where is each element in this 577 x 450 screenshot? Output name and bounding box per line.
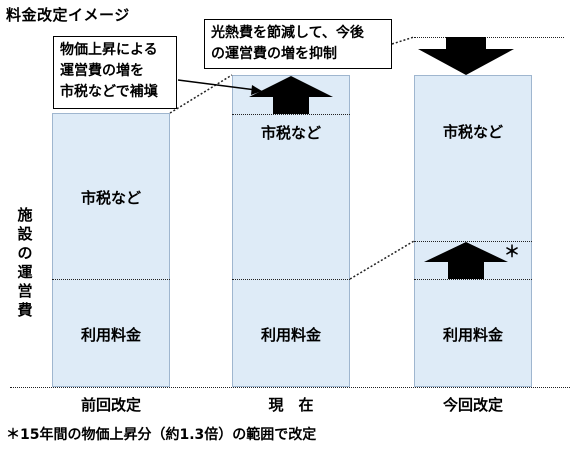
up-arrow-this-revision (424, 242, 508, 279)
column-this-revision: 市税など 利用料金 (414, 75, 532, 387)
column-this-revision-upper-label: 市税など (442, 122, 503, 141)
column-current: 市税など 利用料金 (232, 75, 350, 387)
x-label-previous: 前回改定 (80, 396, 141, 414)
connector-previous-to-current (169, 74, 233, 114)
divider-current-upper (232, 114, 350, 115)
baseline-dotted (10, 387, 570, 388)
divider-this-revision-lower (414, 279, 532, 280)
x-label-this-revision: 今回改定 (442, 396, 503, 414)
callout-price-increase: 物価上昇による 運営費の増を 市税などで補塡 (53, 36, 177, 109)
column-this-revision-lower-label: 利用料金 (442, 325, 503, 344)
x-label-current: 現 在 (268, 396, 314, 414)
connector-current-to-this (349, 240, 415, 280)
callout-price-increase-line2: 運営費の増を (60, 63, 144, 79)
callout-price-increase-line3: 市税などで補塡 (60, 84, 158, 100)
up-arrow-current (249, 76, 333, 114)
column-previous: 市税など 利用料金 (52, 113, 170, 387)
callout-energy-saving-line1: 光熱費を節減して、今後 (211, 25, 364, 41)
diagram-title: 料金改定イメージ (6, 6, 130, 24)
divider-this-revision-top (414, 37, 564, 38)
footnote: ＊15年間の物価上昇分（約1.3倍）の範囲で改定 (6, 427, 317, 443)
y-axis-label: 施設の運営費 (17, 206, 33, 319)
callout-price-increase-line1: 物価上昇による (60, 42, 158, 58)
callout-pointer-line (177, 79, 257, 91)
callout-pointer-head (251, 85, 262, 95)
divider-previous (52, 279, 170, 280)
asterisk-mark: ＊ (504, 242, 521, 261)
connector-right-callout (391, 36, 415, 45)
column-current-upper-label: 市税など (260, 123, 321, 142)
column-previous-lower-label: 利用料金 (80, 325, 141, 344)
divider-this-revision-mid (414, 241, 532, 242)
column-previous-upper-label: 市税など (80, 188, 141, 207)
divider-current-lower (232, 279, 350, 280)
callout-energy-saving-line2: の運営費の増を抑制 (211, 46, 337, 62)
callout-energy-saving: 光熱費を節減して、今後 の運営費の増を抑制 (204, 19, 392, 69)
column-current-lower-label: 利用料金 (260, 325, 321, 344)
down-arrow-this-revision (418, 37, 514, 75)
